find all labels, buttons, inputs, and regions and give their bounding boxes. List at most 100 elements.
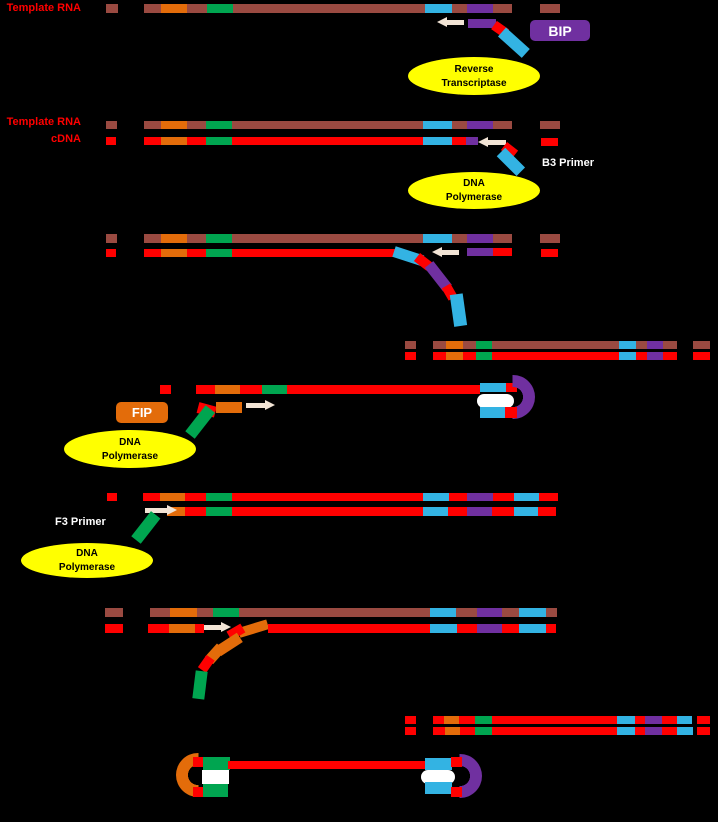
cdna-segment — [187, 137, 206, 145]
rna-segment-blue — [425, 4, 452, 13]
dna-fragment — [107, 493, 117, 501]
cdna-segment — [232, 137, 423, 145]
loop-red-tip — [193, 787, 203, 797]
enzyme-line2: Polymerase — [445, 192, 503, 203]
loop-gap — [477, 394, 514, 408]
rna-segment — [452, 4, 467, 13]
loop-red-tip — [451, 757, 462, 767]
synthesis-arrow-right — [246, 400, 275, 410]
dna-fragment — [697, 727, 710, 735]
dna-segment — [148, 624, 169, 633]
rna-segment — [452, 234, 467, 243]
dna-segment-orange — [445, 727, 460, 735]
new-strand-purple — [467, 248, 493, 256]
dna-segment-purple — [477, 624, 502, 633]
cdna-segment-orange — [446, 352, 463, 360]
dna-segment-blue — [519, 624, 546, 633]
dna-segment-blue — [430, 624, 457, 633]
rna-segment-orange — [170, 608, 197, 617]
dna-polymerase-ellipse: DNA Polymerase — [21, 543, 153, 578]
dna-segment — [502, 624, 519, 633]
loop-stem-green-top — [203, 757, 230, 770]
fip-primer-f1c-tail — [185, 405, 216, 439]
rna-segment — [492, 341, 619, 349]
dna-segment-green — [475, 716, 492, 724]
dna-segment-orange — [444, 716, 459, 724]
rna-segment — [233, 4, 425, 13]
dna-segment-blue — [677, 716, 692, 724]
cdna-segment — [144, 249, 161, 257]
dna-segment-orange — [169, 624, 195, 633]
rna-segment — [232, 121, 423, 129]
dna-fragment — [105, 624, 123, 633]
dna-segment — [460, 727, 475, 735]
rna-segment-blue — [423, 234, 452, 243]
displaced-strand-blue-tail — [449, 293, 468, 327]
synthesis-arrow-left — [432, 247, 459, 257]
dna-segment — [433, 727, 445, 735]
dna-segment — [492, 507, 514, 516]
dna-segment — [635, 727, 645, 735]
cdna-segment-orange — [215, 385, 240, 394]
rna-segment — [463, 341, 476, 349]
fip-primer-f2 — [216, 402, 242, 413]
rna-segment — [150, 608, 170, 617]
rna-segment — [493, 4, 512, 13]
rna-fragment — [693, 341, 710, 349]
reverse-transcriptase-ellipse: Reverse Transcriptase — [408, 57, 540, 95]
rna-segment-orange — [446, 341, 463, 349]
rna-fragment — [540, 234, 560, 243]
template-rna-label: Template RNA — [6, 2, 81, 14]
dna-polymerase-ellipse: DNA Polymerase — [64, 430, 196, 468]
rna-segment — [144, 4, 161, 13]
enzyme-line2: Transcriptase — [441, 77, 507, 89]
rna-segment — [144, 234, 161, 243]
dumbbell-connector — [228, 761, 426, 769]
cdna-fragment — [541, 138, 558, 146]
cdna-fragment — [106, 137, 116, 145]
loop-arc-orange — [176, 753, 199, 797]
dna-segment-blue — [617, 727, 635, 735]
bip-badge: BIP — [530, 20, 590, 41]
dna-fragment — [697, 716, 710, 724]
cdna-segment-purple — [647, 352, 663, 360]
cdna-fragment — [541, 249, 558, 257]
rna-segment-green — [207, 4, 233, 13]
loop-stem-blue-bottom — [425, 782, 452, 794]
cdna-segment-orange — [161, 137, 187, 145]
rna-segment — [144, 121, 161, 129]
enzyme-line1: Reverse — [454, 63, 494, 75]
rna-segment-purple — [467, 121, 493, 129]
rna-fragment — [540, 4, 560, 13]
rna-segment-blue — [619, 341, 636, 349]
rna-segment — [433, 341, 446, 349]
dna-segment — [492, 716, 617, 724]
new-strand-red — [493, 248, 512, 256]
cdna-segment-orange — [161, 249, 187, 257]
loop-stem-blue-bottom — [480, 407, 505, 418]
dna-segment — [433, 716, 444, 724]
rna-segment — [197, 608, 213, 617]
cdna-segment — [463, 352, 476, 360]
rna-segment-blue — [430, 608, 456, 617]
rna-segment — [239, 608, 430, 617]
rna-segment-purple — [467, 4, 493, 13]
dna-segment-purple — [645, 716, 662, 724]
rna-segment-purple — [467, 234, 493, 243]
loop-arc-purple — [459, 754, 482, 798]
dna-segment — [185, 493, 206, 501]
rna-segment — [502, 608, 519, 617]
dna-segment — [268, 624, 430, 633]
cdna-segment-green — [476, 352, 492, 360]
synthesis-arrow-right — [204, 622, 231, 632]
rna-fragment — [106, 4, 118, 13]
fip-badge: FIP — [116, 402, 168, 423]
dna-segment-blue — [514, 493, 539, 501]
cdna-segment — [663, 352, 677, 360]
rna-segment — [456, 608, 477, 617]
dna-segment-purple — [645, 727, 662, 735]
rna-segment — [493, 121, 512, 129]
enzyme-line1: DNA — [76, 548, 98, 559]
rna-segment-green — [206, 234, 232, 243]
